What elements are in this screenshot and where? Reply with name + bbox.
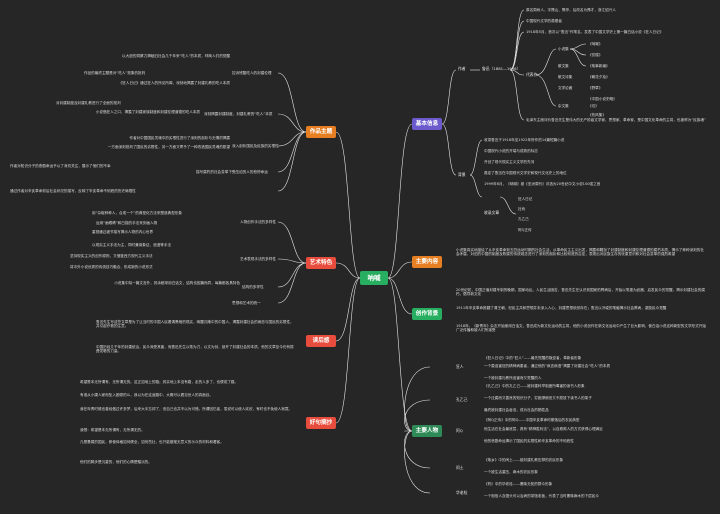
theme-3-b: 一方面深刻批判了国民的劣根性，另一方面又寄予了一种改造国民灵魂的愿望 bbox=[107, 145, 230, 149]
series-3: 孔乙己 bbox=[518, 217, 529, 221]
char-runtu-1: 《故乡》中的闰土——被封建礼教压榨的农民形象 bbox=[484, 458, 564, 462]
art-2-a: 以现实主义手法为主，同时兼用象征、浪漫等手法 bbox=[92, 243, 172, 247]
art-2-c: 将中外小说优秀的传统技巧融合，形成新的小说形式 bbox=[70, 265, 153, 269]
art-3-label: 结构的多样性 bbox=[242, 285, 264, 289]
char-aq-1: 《阿Q正传》中的阿Q——中国辛亥革命时期落后的农民典型 bbox=[484, 418, 580, 422]
theme-4-label: 描写腐朽的社会变革下受压迫的人的悲惨命运 bbox=[196, 170, 268, 174]
char-runtu-2: 一个被生活重压、麻木的农民形象 bbox=[484, 470, 538, 474]
quote-3: 我在年青时候也曾经做过许多梦，后来大半忘却了，但自己也并不以为可惜。所谓回忆者，… bbox=[80, 407, 293, 411]
works-label: 代表作 bbox=[526, 72, 538, 77]
quote-2: 有谁从小康人家而坠入困顿的么，我以为在这途路中，大概可以看见世人的真面目。 bbox=[80, 393, 213, 397]
char-kongyiji: 孔乙己 bbox=[456, 397, 468, 402]
background-para-3: 1918年，《新青年》杂志开始使用白话文，鲁迅成为新文化运动的主将，他的小说创作… bbox=[456, 324, 706, 333]
background-4: 奠定了鲁迅在中国现代文学史和现代文化史上的地位 bbox=[484, 171, 567, 175]
background-para-1: 20世纪初，中国正值封建专制的晚期，国家动乱、人民生活困苦，鲁迅先生在认识到国家… bbox=[456, 288, 705, 297]
art-1-a: 用“杂取种种人，合成一个”的典型化方法来塑造典型形象 bbox=[92, 211, 182, 215]
works-poem: 散文诗集 bbox=[558, 75, 573, 79]
art-2-b: 坚持现实主义的创作原则，又借鉴西方现代主义手法 bbox=[70, 254, 153, 258]
branch-jiben[interactable]: 基本信息 bbox=[412, 118, 442, 130]
mao-evaluation: 毛泽东主席评价鲁迅先生是伟大的无产阶级文学家、思想家、革命家，是中国文化革命的主… bbox=[526, 118, 706, 122]
author-name: 鲁迅（1881—1936） bbox=[482, 66, 521, 71]
branch-chuangzuo[interactable]: 创作背景 bbox=[412, 308, 442, 320]
char-kongyiji-3: 最终被封建社会吞没，成为社会的牺牲品 bbox=[484, 408, 549, 412]
series-4: 阿Q正传 bbox=[518, 228, 532, 232]
theme-5-a: 通过作者对辛亥革命前后社会状况的描写，反映了辛亥革命不彻底的历史局限性 bbox=[10, 189, 136, 193]
root-node[interactable]: 呐喊 bbox=[360, 271, 388, 285]
background-para-2: 1911年辛亥革命推翻了清王朝，但民主共和思想并未深入人心，封建思想依然存在；鲁… bbox=[456, 306, 667, 310]
background-label: 背景 bbox=[458, 172, 466, 177]
char-kuangren-1: 《狂人日记》中的“狂人”——最先觉醒的叛逆者，革新者形象 bbox=[484, 356, 582, 360]
char-huaxiao-1: 《药》中的华老栓——愚昧无知的群众形象 bbox=[484, 482, 553, 486]
theme-3-label: 深入剖析国民及民族的劣根性 bbox=[232, 144, 279, 148]
works-essay-2: 《热风集》 bbox=[588, 113, 606, 117]
background-1: 收录鲁迅于1918年至1922年所作的14篇短篇小说 bbox=[484, 138, 565, 142]
reflection-1: 鲁迅先生写这些文章是为了让当时的中国人民看清黑暗的现实，唤醒沉睡中的中国人，揭露… bbox=[96, 320, 294, 329]
author-detail-3: 1918年5月，首次以“鲁迅”作笔名，发表了中国文学史上第一篇白话小说《狂人日记… bbox=[526, 30, 664, 34]
quote-6: 他们的脚步是沉重的，他们的心情是黯淡的。 bbox=[80, 460, 152, 464]
art-2-label: 艺术表现手法的多样性 bbox=[240, 257, 276, 261]
works-prose: 散文集 bbox=[558, 64, 569, 68]
art-3-a: 小说集中除一篇文言外，其余都采用白话文，结构也因篇而异，每篇都各具特色 bbox=[114, 281, 240, 285]
works-novel: 小说集 bbox=[558, 47, 569, 51]
char-kongyiji-2: 一个迂腐而又善良的知识分子，穷困潦倒但又不愿放下读书人的架子 bbox=[484, 396, 592, 400]
char-kuangren-2: 一个患迫害狂的精神病患者，通过他的“疯言疯语”揭露了封建社会“吃人”的本质 bbox=[484, 364, 611, 368]
main-content-text: 小说集真实地描绘了从辛亥革命到五四运动时期的社会生活，从革命民主主义出发，揭露和… bbox=[456, 248, 704, 257]
works-essay: 杂文集 bbox=[558, 104, 569, 108]
author-detail-1: 原名周树人，字豫山、豫亭，后改名为豫才，浙江绍兴人 bbox=[526, 8, 616, 12]
theme-2-b: 小说借狂人之口，揭露了封建家族制度和封建伦理道德的吃人本质 bbox=[95, 110, 200, 114]
author-label: 作者 bbox=[458, 66, 466, 71]
char-kuangren-3: 一个被封建礼教所迫害而又觉醒的人 bbox=[484, 376, 542, 380]
art-1-c: 重视通过细节描写揭示人物的内心世界 bbox=[92, 230, 154, 234]
works-history: 文学论著 bbox=[558, 86, 573, 90]
reflection-2: 中国历经几千年的封建统治，民众深受其害，而鲁迅先生以笔为刀，以文为剑，剖开了封建… bbox=[96, 345, 294, 354]
theme-2-a: 对封建制度及封建礼教进行了全面的批判 bbox=[56, 101, 121, 105]
quote-4: 我想：希望是本无所谓有，无所谓无的。 bbox=[80, 428, 145, 432]
char-kongyiji-1: 《孔乙己》中的孔乙己——被封建科举制度所毒害的读书人形象 bbox=[484, 384, 585, 388]
char-kuangren: 狂人 bbox=[456, 364, 464, 369]
works-history-1: 《中国小说史略》 bbox=[588, 97, 617, 101]
theme-1-a: 以大胆的洞察力揭破旧社会几千年来“吃人”的本质，呼唤人们的觉醒 bbox=[122, 54, 230, 58]
series-1: 狂人日记 bbox=[518, 197, 533, 201]
char-aq-3: 他的悲剧命运揭示了国民的劣根性和辛亥革命的不彻底性 bbox=[484, 439, 574, 443]
branch-duhou[interactable]: 读后感 bbox=[306, 335, 336, 347]
quote-5: 凡是愚弱的国民，即使体格如何健全，如何茁壮，也只能做毫无意义的示众的材料和看客。 bbox=[80, 440, 224, 444]
char-aq-2: 他生活在社会最底层，具有“精神胜利法”，以自欺欺人的方式获得心理满足 bbox=[484, 427, 603, 431]
theme-1-b: 作品的最终主题是对“吃人”现象的批判 bbox=[84, 71, 146, 75]
works-essay-1: 《坟》 bbox=[588, 104, 599, 108]
branch-zuopin[interactable]: 作品主题 bbox=[306, 126, 336, 138]
theme-2-label: 深刻揭露封建制度、封建礼教的“吃人”本质 bbox=[204, 112, 273, 116]
char-runtu: 闰土 bbox=[456, 465, 464, 470]
quote-1: 希望是本无所谓有，无所谓无的。这正如地上的路；其实地上本没有路，走的人多了，也便… bbox=[80, 380, 239, 384]
art-1-b: 运用“画眼睛”和白描的手法来刻画人物 bbox=[96, 221, 158, 225]
works-prose-1: 《朝花夕拾》 bbox=[588, 75, 610, 79]
theme-1-label: 控诉残酷吃人的封建伦理 bbox=[232, 71, 272, 75]
series-2: 社戏 bbox=[518, 207, 526, 211]
char-huaxiao: 华老栓 bbox=[456, 490, 468, 495]
works-novel-3: 《故事新编》 bbox=[588, 64, 610, 68]
char-huaxiao-2: 一个相信人血馒头可以治病的茶馆老板，代表了当时愚昧麻木的下层民众 bbox=[484, 494, 599, 498]
works-poem-1: 《野草》 bbox=[588, 86, 603, 90]
branch-haoju[interactable]: 好句摘抄 bbox=[306, 417, 336, 429]
theme-1-c: 《狂人日记》通过狂人的所见所闻，深刻地揭露了封建礼教的吃人本质 bbox=[118, 81, 230, 85]
author-detail-2: 中国现代文学的奠基者 bbox=[526, 19, 562, 23]
art-4-label: 思想和艺术的统一 bbox=[232, 301, 261, 305]
theme-4-a: 作者对知识分子的悲剧命运予以了深切关注，展示了他们的不幸 bbox=[10, 164, 111, 168]
background-5: 1999年6月，《呐喊》被《亚洲周刊》评选为20世纪中文小说100强之首 bbox=[484, 182, 601, 186]
char-aq: 阿Q bbox=[456, 428, 463, 433]
art-1-label: 人物创作手法的多样性 bbox=[240, 220, 276, 224]
background-2: 中国现代小说的开端与成熟的标志 bbox=[484, 149, 538, 153]
background-3: 开创了现代现实主义文学的先河 bbox=[484, 160, 535, 164]
works-novel-2: 《彷徨》 bbox=[588, 53, 603, 57]
branch-zhuyao[interactable]: 主要内容 bbox=[412, 256, 442, 268]
branch-renwu[interactable]: 主要人物 bbox=[412, 425, 442, 437]
works-novel-1: 《呐喊》 bbox=[588, 42, 603, 46]
theme-3-a: 作者对中国国民灵魂中的劣根性进行了深刻的剖析与无情的揭露 bbox=[129, 136, 230, 140]
branch-yishu[interactable]: 艺术特色 bbox=[306, 257, 336, 269]
series-label: 收录文章 bbox=[484, 210, 500, 215]
